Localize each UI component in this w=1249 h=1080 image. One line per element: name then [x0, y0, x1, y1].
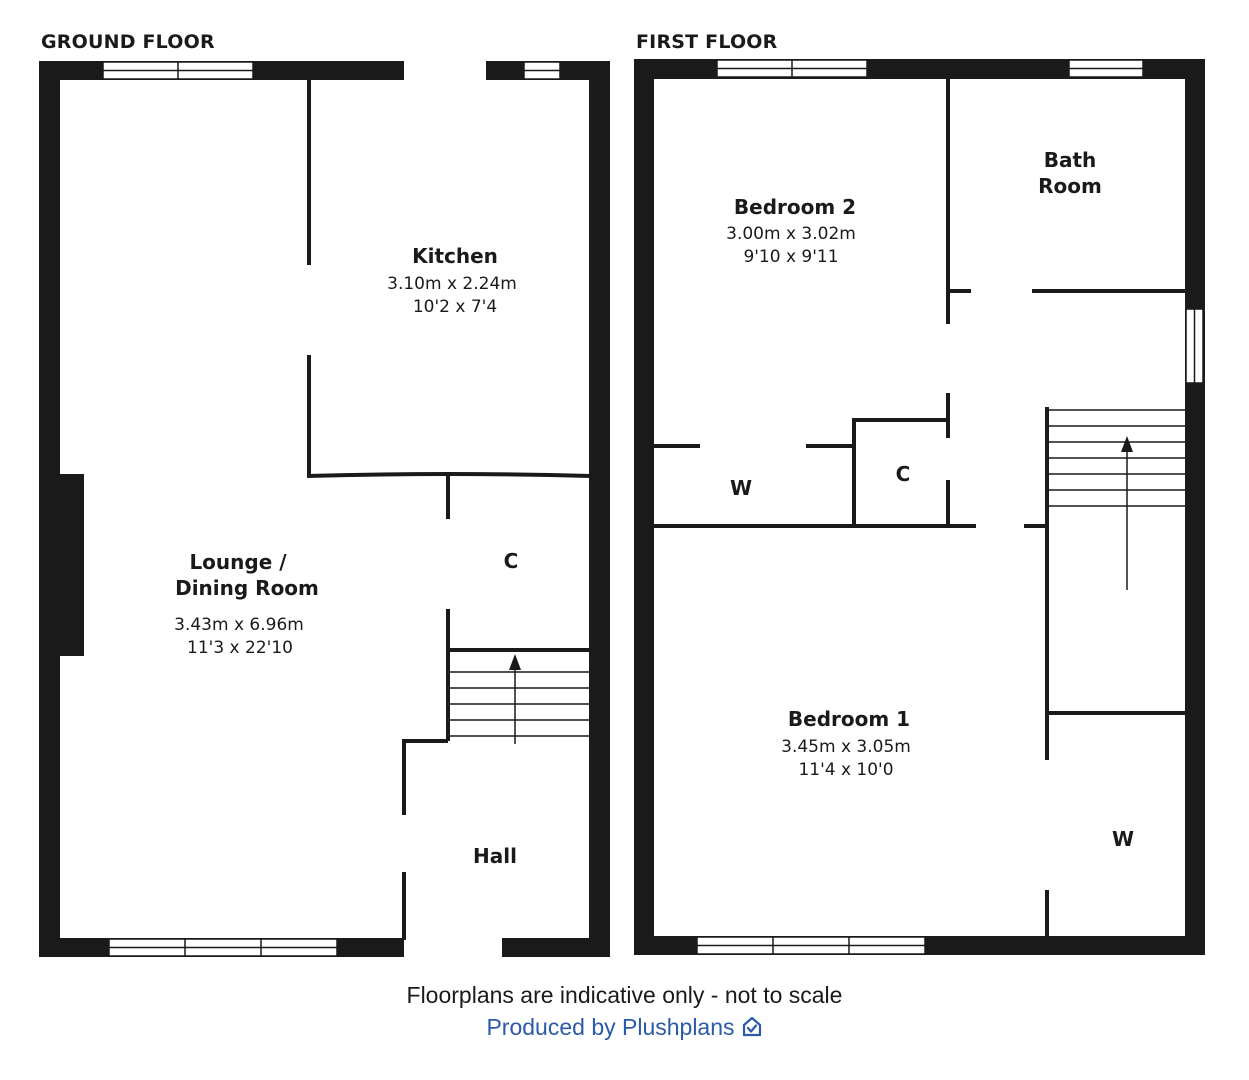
- credit-text: Produced by Plushplans: [486, 1014, 735, 1040]
- window-top-right: [523, 61, 561, 80]
- kitchen-name: Kitchen: [412, 244, 498, 268]
- ground-floor-title: GROUND FLOOR: [41, 31, 215, 53]
- window-bathroom: [1068, 59, 1144, 78]
- ground-floor-plan: GROUND FLOOR: [39, 31, 610, 957]
- first-floor-plan: FIRST FLOOR: [634, 31, 1205, 955]
- ground-interior-walls: [306, 79, 592, 940]
- first-outer-walls: [634, 59, 1205, 955]
- wardrobe-bottom-label: W: [1112, 827, 1134, 851]
- hall-name: Hall: [473, 844, 517, 868]
- ground-windows: [102, 61, 561, 957]
- window-landing: [1185, 308, 1204, 384]
- lounge-metric: 3.43m x 6.96m: [174, 615, 304, 635]
- lounge-name-line2: Dining Room: [175, 576, 319, 600]
- kitchen-metric: 3.10m x 2.24m: [387, 274, 517, 294]
- bedroom1-name: Bedroom 1: [788, 707, 910, 731]
- stairs-up-arrow: [509, 654, 521, 670]
- bedroom2-name: Bedroom 2: [734, 195, 856, 219]
- bedroom2-imperial: 9'10 x 9'11: [743, 247, 838, 267]
- window-top-left: [102, 61, 254, 80]
- bathroom-name-line1: Bath: [1044, 148, 1097, 172]
- window-bedroom2: [716, 59, 868, 78]
- first-windows: [696, 59, 1204, 955]
- bathroom-name-line2: Room: [1038, 174, 1102, 198]
- stairs-up-arrow: [1121, 436, 1133, 452]
- lounge-imperial: 11'3 x 22'10: [187, 638, 293, 658]
- window-bottom: [108, 938, 338, 957]
- floorplan: GROUND FLOOR: [39, 31, 1205, 957]
- first-stairs: [1047, 409, 1186, 590]
- lounge-name-line1: Lounge /: [189, 550, 287, 574]
- bedroom2-metric: 3.00m x 3.02m: [726, 224, 856, 244]
- wardrobe-top-label: W: [730, 476, 752, 500]
- chimney-breast: [58, 474, 84, 656]
- first-cupboard-label: C: [896, 462, 911, 486]
- kitchen-imperial: 10'2 x 7'4: [413, 297, 497, 317]
- house-check-icon: [742, 1016, 761, 1037]
- bedroom1-metric: 3.45m x 3.05m: [781, 737, 911, 757]
- ground-outer-walls: [39, 61, 610, 957]
- bedroom1-imperial: 11'4 x 10'0: [798, 760, 893, 780]
- window-bedroom1: [696, 936, 926, 955]
- first-interior-walls: [654, 79, 1187, 936]
- produced-by-credit: Produced by Plushplans: [0, 1014, 1249, 1041]
- ground-stairs: [448, 654, 590, 744]
- ground-cupboard-label: C: [504, 549, 519, 573]
- disclaimer-note: Floorplans are indicative only - not to …: [406, 982, 843, 1008]
- first-floor-title: FIRST FLOOR: [636, 31, 778, 53]
